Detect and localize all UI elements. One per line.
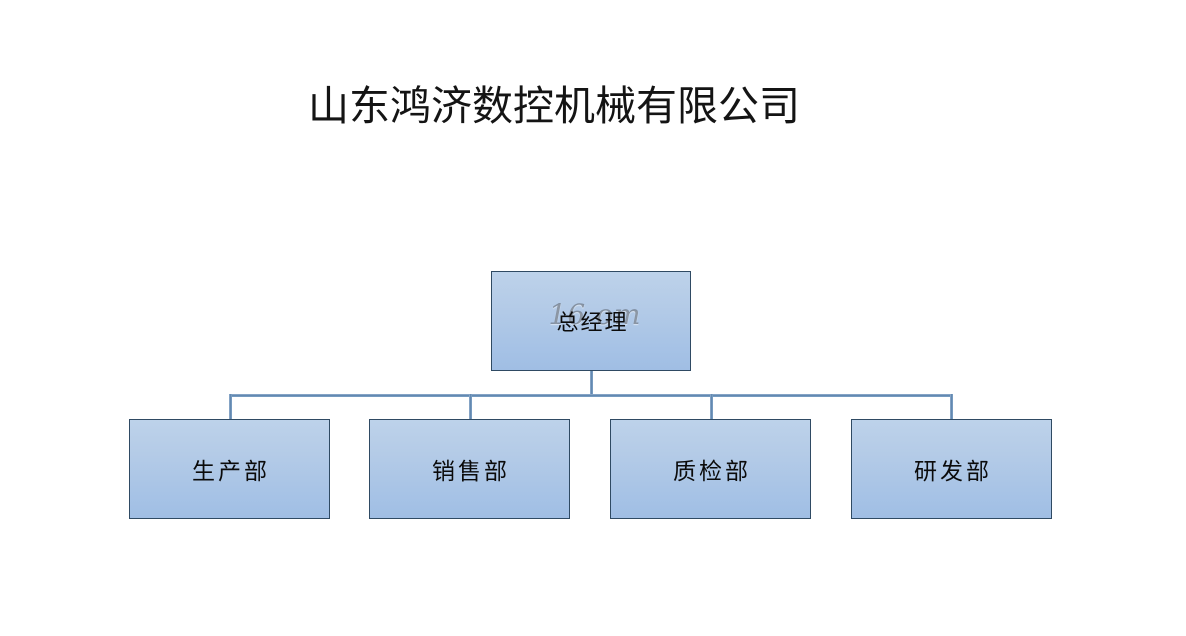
org-node-root-label: 总经理 [556, 311, 629, 336]
org-node-department-1[interactable]: 生产部 [129, 419, 330, 519]
page-title: 山东鸿济数控机械有限公司 [308, 82, 800, 130]
connector-drop-child-3 [710, 394, 713, 420]
org-node-department-2[interactable]: 销售部 [369, 419, 570, 519]
connector-drop-child-1 [229, 394, 232, 420]
connector-horizontal-bus [229, 394, 952, 397]
org-node-department-3[interactable]: 质检部 [610, 419, 811, 519]
org-node-department-4-label: 研发部 [914, 459, 992, 485]
org-node-department-1-label: 生产部 [192, 459, 270, 485]
org-node-department-4[interactable]: 研发部 [851, 419, 1052, 519]
org-node-root[interactable]: 总经理 [491, 271, 691, 371]
org-node-department-2-label: 销售部 [432, 459, 510, 485]
connector-drop-child-4 [950, 394, 953, 420]
connector-drop-child-2 [469, 394, 472, 420]
connector-root-stem [590, 370, 593, 396]
org-node-department-3-label: 质检部 [673, 459, 751, 485]
